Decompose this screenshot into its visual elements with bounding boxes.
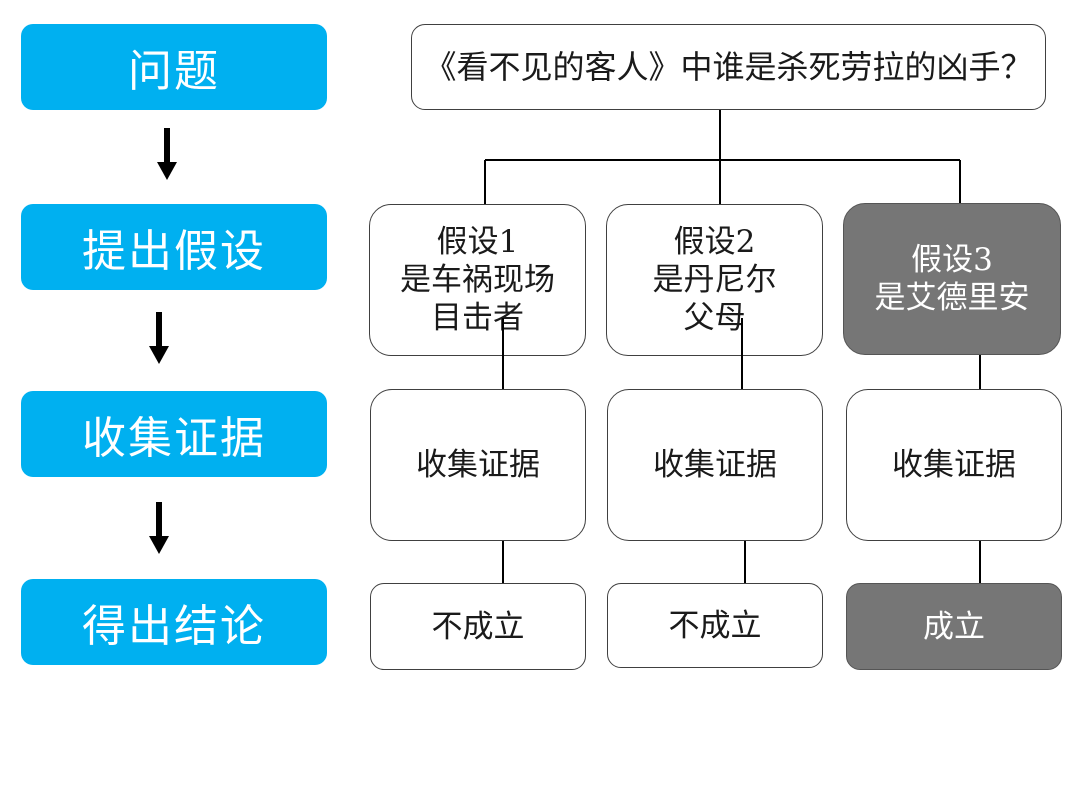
evidence-label: 收集证据 xyxy=(892,447,1016,483)
hypothesis-box-1: 假设1 是车祸现场 目击者 xyxy=(369,204,586,356)
hypothesis-line: 是艾德里安 xyxy=(874,280,1030,316)
down-arrow-icon xyxy=(149,312,169,364)
result-label: 不成立 xyxy=(431,608,525,645)
evidence-label: 收集证据 xyxy=(653,447,777,483)
result-box-2: 不成立 xyxy=(607,583,823,668)
step-conclusion: 得出结论 xyxy=(21,579,327,665)
hypothesis-title: 假设2 xyxy=(673,224,756,260)
hypothesis-box-2: 假设2 是丹尼尔 父母 xyxy=(606,204,823,356)
evidence-box-3: 收集证据 xyxy=(846,389,1062,541)
result-box-1: 不成立 xyxy=(370,583,586,670)
result-label: 不成立 xyxy=(668,607,762,644)
hypothesis-box-3: 假设3 是艾德里安 xyxy=(843,203,1061,355)
result-label: 成立 xyxy=(923,608,985,645)
evidence-box-2: 收集证据 xyxy=(607,389,823,541)
evidence-box-1: 收集证据 xyxy=(370,389,586,541)
hypothesis-line: 父母 xyxy=(683,300,746,336)
hypothesis-line: 是丹尼尔 xyxy=(652,262,777,298)
result-box-3: 成立 xyxy=(846,583,1062,670)
down-arrow-icon xyxy=(149,502,169,554)
step-hypothesis: 提出假设 xyxy=(21,204,327,290)
hypothesis-title: 假设1 xyxy=(436,224,519,260)
hypothesis-line: 是车祸现场 xyxy=(400,262,555,298)
evidence-label: 收集证据 xyxy=(416,447,540,483)
question-text: 《看不见的客人》中谁是杀死劳拉的凶手？ xyxy=(424,48,1033,86)
question-box: 《看不见的客人》中谁是杀死劳拉的凶手？ xyxy=(411,24,1046,110)
step-evidence: 收集证据 xyxy=(21,391,327,477)
hypothesis-line: 目击者 xyxy=(431,300,524,336)
hypothesis-title: 假设3 xyxy=(911,242,993,278)
step-question: 问题 xyxy=(21,24,327,110)
down-arrow-icon xyxy=(157,128,177,180)
